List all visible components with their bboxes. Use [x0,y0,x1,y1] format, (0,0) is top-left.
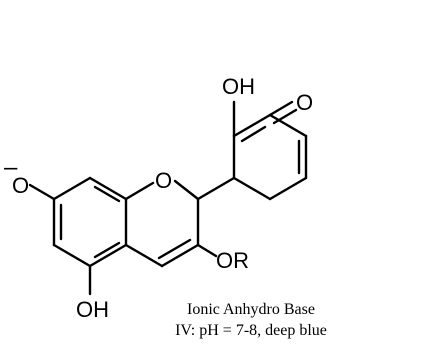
bond [124,181,155,201]
bond [88,243,128,268]
bond [232,176,272,201]
double-bond [157,238,192,260]
label-oh-top: OH [222,74,255,99]
bond [124,243,164,268]
bond-or [196,243,218,258]
substituents [28,100,298,296]
bond [196,176,236,201]
ring-b [196,113,308,201]
bond [173,179,200,201]
ring-a [52,176,128,268]
double-bond [93,185,121,203]
double-bond [240,125,267,143]
bond [160,243,200,268]
label-negative-charge: – [4,154,18,181]
bond-phenoxide [28,183,56,201]
bond-ketone-double [272,108,298,125]
label-o-ring: O [155,168,172,193]
bond [268,176,308,201]
caption-line-2: IV: pH = 7-8, deep blue [175,322,327,339]
bond [52,176,92,201]
bond [88,176,128,201]
label-o-phenoxide: O [12,173,29,198]
caption-line-1: Ionic Anhydro Base [187,301,315,318]
label-or: OR [216,248,249,273]
label-oh-bottom: OH [76,297,109,322]
bond-ketone [268,100,294,117]
double-bond [93,241,121,259]
ring-c [124,179,200,268]
bond [232,113,272,138]
bond [268,113,308,138]
label-o-ketone: O [296,90,313,115]
bond [52,243,92,268]
